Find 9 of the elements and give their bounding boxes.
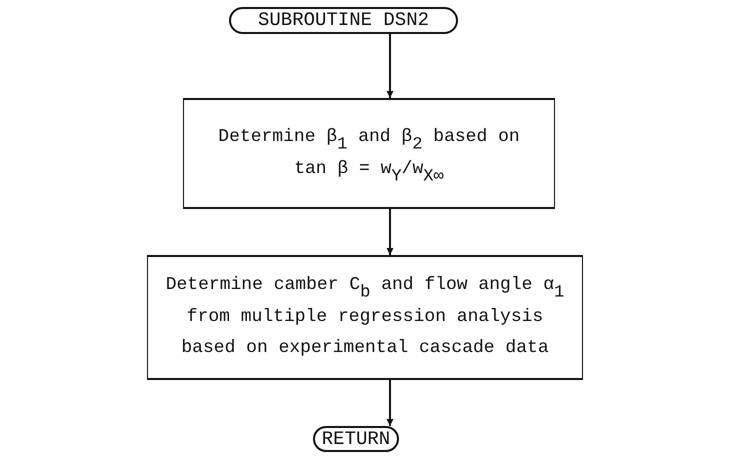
- process-box: [183, 98, 555, 209]
- node-text: SUBROUTINE DSN2: [258, 11, 430, 30]
- terminal-node: [313, 426, 399, 452]
- process-box: [147, 255, 583, 380]
- node-text: RETURN: [322, 430, 390, 448]
- arrow: [386, 209, 394, 255]
- terminal-node: [229, 7, 458, 34]
- arrow: [386, 380, 394, 426]
- arrow: [386, 34, 394, 98]
